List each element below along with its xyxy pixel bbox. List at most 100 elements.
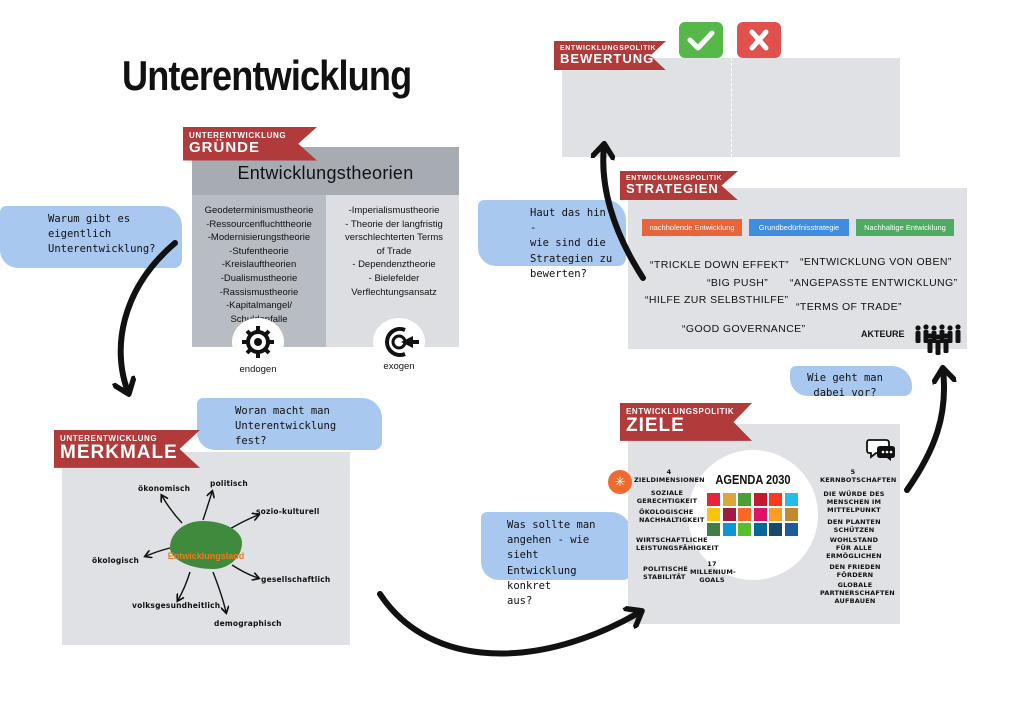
ziel-dimension-wirtschaftlich: WIRTSCHAFTLICHE LEISTUNGSFÄHIGKEIT xyxy=(636,536,719,553)
people-group-icon xyxy=(912,322,964,356)
exogen-arrow-icon xyxy=(373,318,425,366)
sdg-tile xyxy=(738,523,751,536)
strategy-quote-trickle: “TRICKLE DOWN EFFEKT” xyxy=(650,259,790,271)
endogen-theory-item: Geodeterminismustheorie xyxy=(204,205,314,216)
ziel-dimension-oekologisch: ÖKOLOGISCHE NACHHALTIGKEIT xyxy=(639,508,705,525)
kernbotschaft-header: 5 KERNBOTSCHAFTEN xyxy=(820,468,897,485)
exogen-theory-item: of Trade xyxy=(376,245,412,257)
exogen-theory-item: - Bielefelder xyxy=(368,272,420,284)
merkmal-oekonomisch: ökonomisch xyxy=(138,484,191,493)
exogen-theory-item: - Theorie der langfristig xyxy=(345,218,443,230)
millennium-goals: 17 MILLENIUM-GOALS xyxy=(690,560,736,585)
exogen-label: exogen xyxy=(383,361,415,372)
bubble-line: Unterentwicklung? xyxy=(48,243,156,256)
kernbotschaft-frieden: DEN FRIEDEN FÖRDERN xyxy=(829,563,881,580)
strategy-quote-angepasste: “ANGEPASSTE ENTWICKLUNG” xyxy=(790,277,958,289)
endogen-theory-item: -Ressourcenfluchttheorie xyxy=(206,218,312,230)
strategy-quote-von-oben: “ENTWICKLUNG VON OBEN” xyxy=(800,256,952,268)
question-bubble-wie: Wie geht man dabei vor? xyxy=(790,366,912,399)
gruende-tag: UNTERENTWICKLUNG GRÜNDE xyxy=(183,127,317,161)
chat-bubbles-icon xyxy=(866,437,896,463)
gruende-heading: Entwicklungstheorien xyxy=(237,163,414,183)
sdg-tile xyxy=(784,493,798,506)
exogen-list: -Imperialismustheorie - Theorie der langf… xyxy=(330,204,458,299)
sdg-tile xyxy=(753,508,767,521)
chip-grundbeduerfnis: Grundbedürfnisstrategie xyxy=(749,219,849,236)
bubble-line: eigentlich xyxy=(48,228,112,241)
kernbotschaft-wohlstand: WOHLSTAND FÜR ALLE ERMÖGLICHEN xyxy=(826,536,882,561)
merkmal-politisch: politisch xyxy=(210,479,248,488)
merkmale-center: Entwicklungsland xyxy=(167,551,245,561)
bubble-line: Haut das hin - xyxy=(530,207,606,235)
akteure-label: AKTEURE xyxy=(861,329,905,339)
cross-icon xyxy=(737,22,781,58)
bubble-line: Woran macht man xyxy=(235,405,330,417)
sdg-tile xyxy=(707,508,720,521)
kernbotschaft-wuerde: DIE WÜRDE DES MENSCHEN IM MITTELPUNKT xyxy=(823,490,885,515)
exogen-theory-item: -Imperialismustheorie xyxy=(348,205,440,216)
strategy-quote-selbsthilfe: “HILFE ZUR SELBSTHILFE” xyxy=(645,294,789,306)
endogen-theory-item: -Modernisierungstheorie xyxy=(207,232,311,244)
sdg-tile xyxy=(753,523,767,536)
bubble-line: Entwicklung konkret xyxy=(507,564,577,592)
merkmal-sozio-kulturell: sozio-kulturell xyxy=(256,507,320,516)
sdg-tile xyxy=(738,508,751,521)
page-title: Unterentwicklung xyxy=(122,52,412,99)
merkmal-demographisch: demographisch xyxy=(214,619,282,628)
strategien-panel xyxy=(628,188,967,349)
endogen-theory-item: -Kapitalmangel/ xyxy=(225,300,292,312)
endogen-theory-item: -Rassismustheorie xyxy=(219,286,299,298)
agenda-title: AGENDA 2030 xyxy=(715,472,791,487)
sdg-tile xyxy=(769,493,782,506)
merkmal-volksgesundheitlich: volksgesundheitlich xyxy=(132,601,221,610)
bewertung-divider xyxy=(731,58,732,157)
sdg-tile xyxy=(722,508,736,521)
ziele-tag: ENTWICKLUNGSPOLITIK ZIELE xyxy=(620,403,752,441)
exogen-theory-item: Verflechtungsansatz xyxy=(351,286,437,298)
check-icon xyxy=(679,22,723,58)
strategy-quote-terms: “TERMS OF TRADE” xyxy=(796,301,902,313)
sdg-tile xyxy=(769,523,782,536)
sdg-tile xyxy=(722,523,736,536)
bewertung-tag: ENTWICKLUNGSPOLITIK BEWERTUNG xyxy=(554,41,666,71)
sdg-grid xyxy=(707,493,801,537)
ziel-dimension-header: 4 ZIELDIMENSIONEN xyxy=(634,468,705,485)
bubble-line: angehen - wie sieht xyxy=(507,534,590,562)
target-icon: ✳ xyxy=(608,470,632,494)
kernbotschaft-partnerschaften: GLOBALE PARTNERSCHAFTEN AUFBAUEN xyxy=(820,581,895,606)
bubble-line: Unterentwicklung fest? xyxy=(235,420,337,448)
sdg-tile xyxy=(784,508,798,521)
bubble-line: Was sollte man xyxy=(507,519,596,531)
sdg-tile xyxy=(722,493,736,506)
strategy-quote-big-push: “BIG PUSH” xyxy=(707,277,769,289)
endogen-theory-item: -Stufentheorie xyxy=(229,245,289,257)
ziel-dimension-politisch: POLITISCHE STABILITÄT xyxy=(643,565,689,582)
merkmal-gesellschaftlich: gesellschaftlich xyxy=(261,575,331,584)
exogen-theory-item: verschlechterten Terms xyxy=(344,232,444,244)
gear-icon xyxy=(232,318,284,366)
country-map-icon xyxy=(170,521,242,569)
bubble-line: Wie geht man dabei vor? xyxy=(807,372,883,400)
kernbotschaft-planet: DEN PLANTEN SCHÜTZEN xyxy=(827,518,881,535)
exogen-theory-item: - Dependenztheorie xyxy=(352,259,436,271)
bubble-line: Warum gibt es xyxy=(48,213,131,225)
merkmal-oekologisch: ökologisch xyxy=(92,556,140,565)
strategien-tag: ENTWICKLUNGSPOLITIK STRATEGIEN xyxy=(620,171,738,201)
chip-nachhaltige: Nachhaltige Entwicklung xyxy=(856,219,954,236)
sdg-tile xyxy=(707,523,720,536)
bubble-line: Strategien zu xyxy=(530,252,613,265)
ziel-dimension-sozial: SOZIALE GERECHTIGKEIT xyxy=(636,489,698,506)
sdg-tile xyxy=(738,493,751,506)
bubble-line: wie sind die xyxy=(530,237,606,250)
strategy-quote-governance: “GOOD GOVERNANCE” xyxy=(682,323,806,335)
merkmale-tag: UNTERENTWICKLUNG MERKMALE xyxy=(54,430,200,468)
sdg-tile xyxy=(707,493,720,506)
sdg-tile xyxy=(753,493,767,506)
chip-nachholende: nachholende Entwicklung xyxy=(642,219,742,236)
sdg-tile xyxy=(784,523,798,536)
endogen-theory-item: -Kreislauftheorien xyxy=(221,259,297,271)
sdg-tile xyxy=(769,508,782,521)
